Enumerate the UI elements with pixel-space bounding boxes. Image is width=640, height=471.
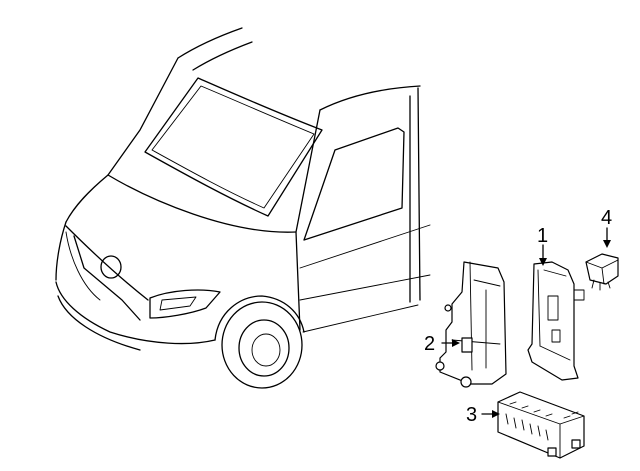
callout-3: 3 [466, 404, 477, 426]
callout-2: 2 [424, 333, 435, 355]
part-3-module [497, 391, 585, 459]
callout-4: 4 [601, 207, 612, 229]
part-1-fuse-cover [527, 261, 585, 381]
part-2-bracket [435, 261, 507, 388]
callout-arrows [441, 227, 611, 418]
van-illustration [55, 27, 431, 389]
callout-1: 1 [537, 225, 548, 247]
part-4-relay [585, 253, 619, 291]
